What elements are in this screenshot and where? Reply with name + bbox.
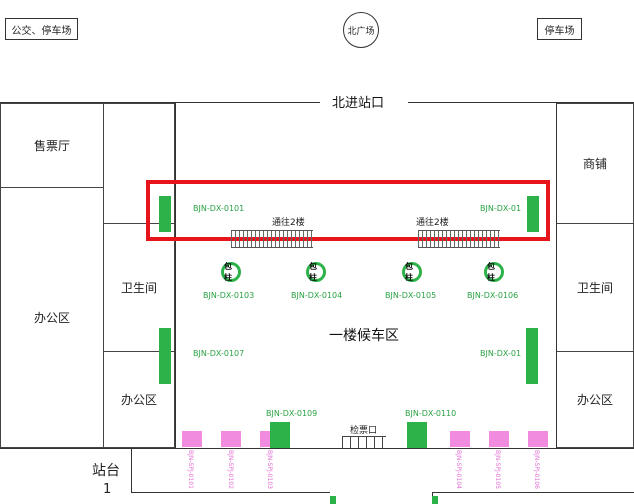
stairs-left-label: 通往2楼 bbox=[272, 218, 305, 228]
office-area-left-main: 办公区 bbox=[0, 187, 104, 448]
stairs-right-label: 通往2楼 bbox=[416, 218, 449, 228]
hall-left-wall bbox=[175, 103, 176, 448]
platform-marker-1[interactable] bbox=[182, 431, 202, 447]
ad-code-top-right: BJN-DX-01 bbox=[480, 204, 522, 213]
pillar-code-3: BJN-DX-0105 bbox=[385, 291, 437, 300]
shop-room: 商铺 bbox=[556, 103, 634, 224]
ad-code-bottom-left: BJN-DX-0109 bbox=[266, 409, 318, 418]
pillar-wrap-1[interactable]: 包柱 bbox=[221, 262, 241, 282]
platform-marker-6[interactable] bbox=[528, 431, 548, 447]
north-square-circle: 北广场 bbox=[343, 12, 379, 48]
platform-code-6: BJN-SPJ-0106 bbox=[533, 450, 540, 489]
platform-edge-bottom-left bbox=[131, 492, 330, 493]
platform-code-1: BJN-SPJ-0101 bbox=[187, 450, 194, 489]
office-area-right-room: 办公区 bbox=[556, 351, 634, 448]
platform-code-5: BJN-SPJ-0105 bbox=[494, 450, 501, 489]
pillar-wrap-3[interactable]: 包柱 bbox=[402, 262, 422, 282]
highlight-box bbox=[146, 180, 550, 241]
ticket-gate bbox=[342, 436, 386, 448]
platform-marker-2[interactable] bbox=[221, 431, 241, 447]
platform-code-4: BJN-SPJ-0104 bbox=[455, 450, 462, 489]
platform-boundary-line bbox=[0, 448, 634, 449]
north-entrance-label: 北进站口 bbox=[332, 96, 385, 111]
pillar-code-1: BJN-DX-0103 bbox=[203, 291, 255, 300]
pillar-wrap-4[interactable]: 包柱 bbox=[484, 262, 504, 282]
hall-right-wall bbox=[556, 103, 557, 448]
pillar-code-4: BJN-DX-0106 bbox=[467, 291, 519, 300]
platform-edge-bottom-right bbox=[432, 492, 634, 493]
platform-green-tick-left bbox=[330, 496, 336, 504]
stairs-right bbox=[418, 230, 500, 248]
north-boundary-line-left bbox=[0, 102, 320, 103]
ad-spot-mid-right[interactable] bbox=[526, 328, 538, 384]
ticket-gate-label: 检票口 bbox=[350, 426, 378, 436]
bus-parking-label: 公交、停车场 bbox=[5, 18, 78, 40]
ad-spot-bottom-right[interactable] bbox=[407, 422, 427, 448]
north-boundary-line-right bbox=[408, 102, 634, 103]
ad-spot-top-left[interactable] bbox=[159, 196, 171, 232]
platform-edge-left bbox=[131, 448, 132, 493]
ad-code-mid-left: BJN-DX-0107 bbox=[193, 349, 245, 358]
stairs-left bbox=[231, 230, 313, 248]
platform-green-tick-right bbox=[432, 496, 438, 504]
ad-spot-bottom-left[interactable] bbox=[270, 422, 290, 448]
platform-code-3: BJN-SPJ-0103 bbox=[266, 450, 273, 489]
ad-code-top-left: BJN-DX-0101 bbox=[193, 204, 245, 213]
platform-label: 站台 bbox=[92, 463, 120, 479]
ticket-hall-room: 售票厅 bbox=[0, 103, 104, 188]
platform-number: 1 bbox=[103, 482, 112, 497]
platform-marker-3[interactable] bbox=[260, 431, 270, 447]
parking-label: 停车场 bbox=[537, 18, 582, 40]
ad-spot-top-right[interactable] bbox=[527, 196, 539, 232]
pillar-code-2: BJN-DX-0104 bbox=[291, 291, 343, 300]
pillar-wrap-2[interactable]: 包柱 bbox=[306, 262, 326, 282]
waiting-area-label: 一楼候车区 bbox=[329, 328, 399, 344]
platform-marker-4[interactable] bbox=[450, 431, 470, 447]
ad-spot-mid-left[interactable] bbox=[159, 328, 171, 384]
restroom-right-room: 卫生间 bbox=[556, 223, 634, 352]
platform-code-2: BJN-SPJ-0102 bbox=[227, 450, 234, 489]
platform-marker-5[interactable] bbox=[489, 431, 509, 447]
ad-code-bottom-right: BJN-DX-0110 bbox=[405, 409, 457, 418]
ad-code-mid-right: BJN-DX-01 bbox=[480, 349, 522, 358]
